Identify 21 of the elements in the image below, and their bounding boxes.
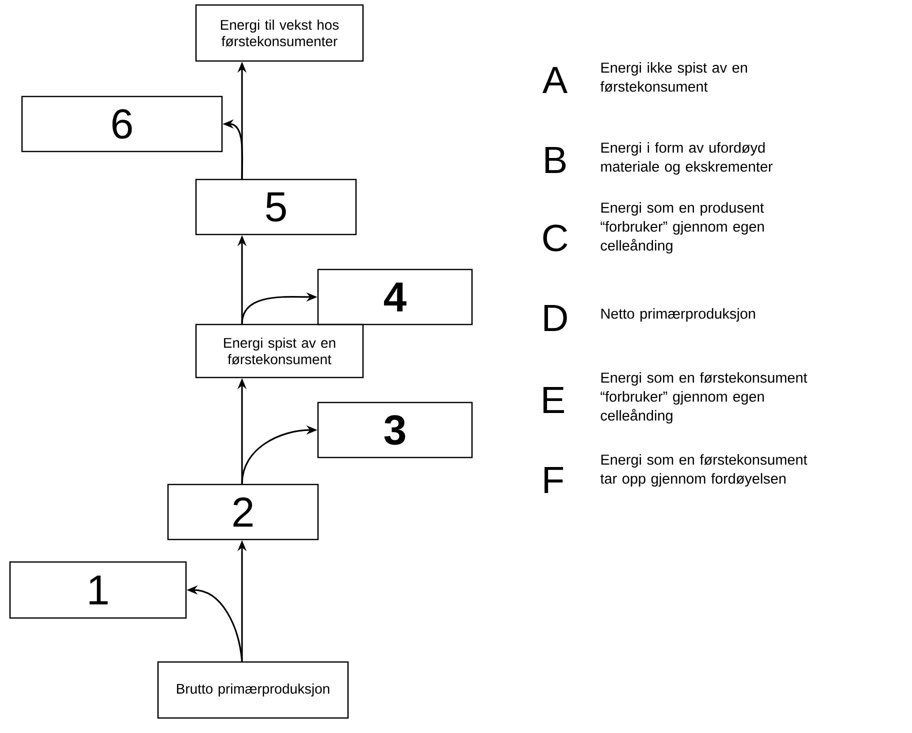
letter-label: E bbox=[544, 386, 564, 413]
number-box: 1 bbox=[9, 561, 187, 619]
number-box: 4 bbox=[317, 268, 473, 326]
description-text: Energi som en produsent “forbruker” gjennom egen celleånding bbox=[600, 202, 764, 254]
text-box: Brutto primærproduksjon bbox=[157, 661, 349, 719]
description-text: Energi ikke spist av en førstekonsument bbox=[600, 62, 747, 92]
letter-label: D bbox=[544, 304, 567, 331]
letter-label: B bbox=[546, 146, 566, 173]
description-text: Energi i form av ufordøyd materiale og ekskrementer bbox=[601, 142, 773, 175]
letter-label: A bbox=[542, 66, 568, 93]
number-box: 3 bbox=[317, 402, 473, 458]
text-box: Energi spist av en førstekonsument bbox=[195, 324, 364, 378]
description-text: Energi som en førstekonsument “forbruker” gjennom egen celleånding bbox=[600, 372, 808, 424]
number-box: 2 bbox=[167, 484, 319, 540]
number-box: 5 bbox=[195, 178, 357, 236]
description-text: Netto primærproduksjon bbox=[601, 308, 755, 322]
description-text: Energi som en førstekonsument tar opp gjennom fordøyelsen bbox=[600, 454, 808, 487]
letter-label: F bbox=[544, 466, 564, 493]
text-box: Energi til vekst hos førstekonsumenter bbox=[195, 4, 364, 62]
letter-label: C bbox=[543, 224, 568, 252]
number-box: 6 bbox=[21, 96, 223, 152]
